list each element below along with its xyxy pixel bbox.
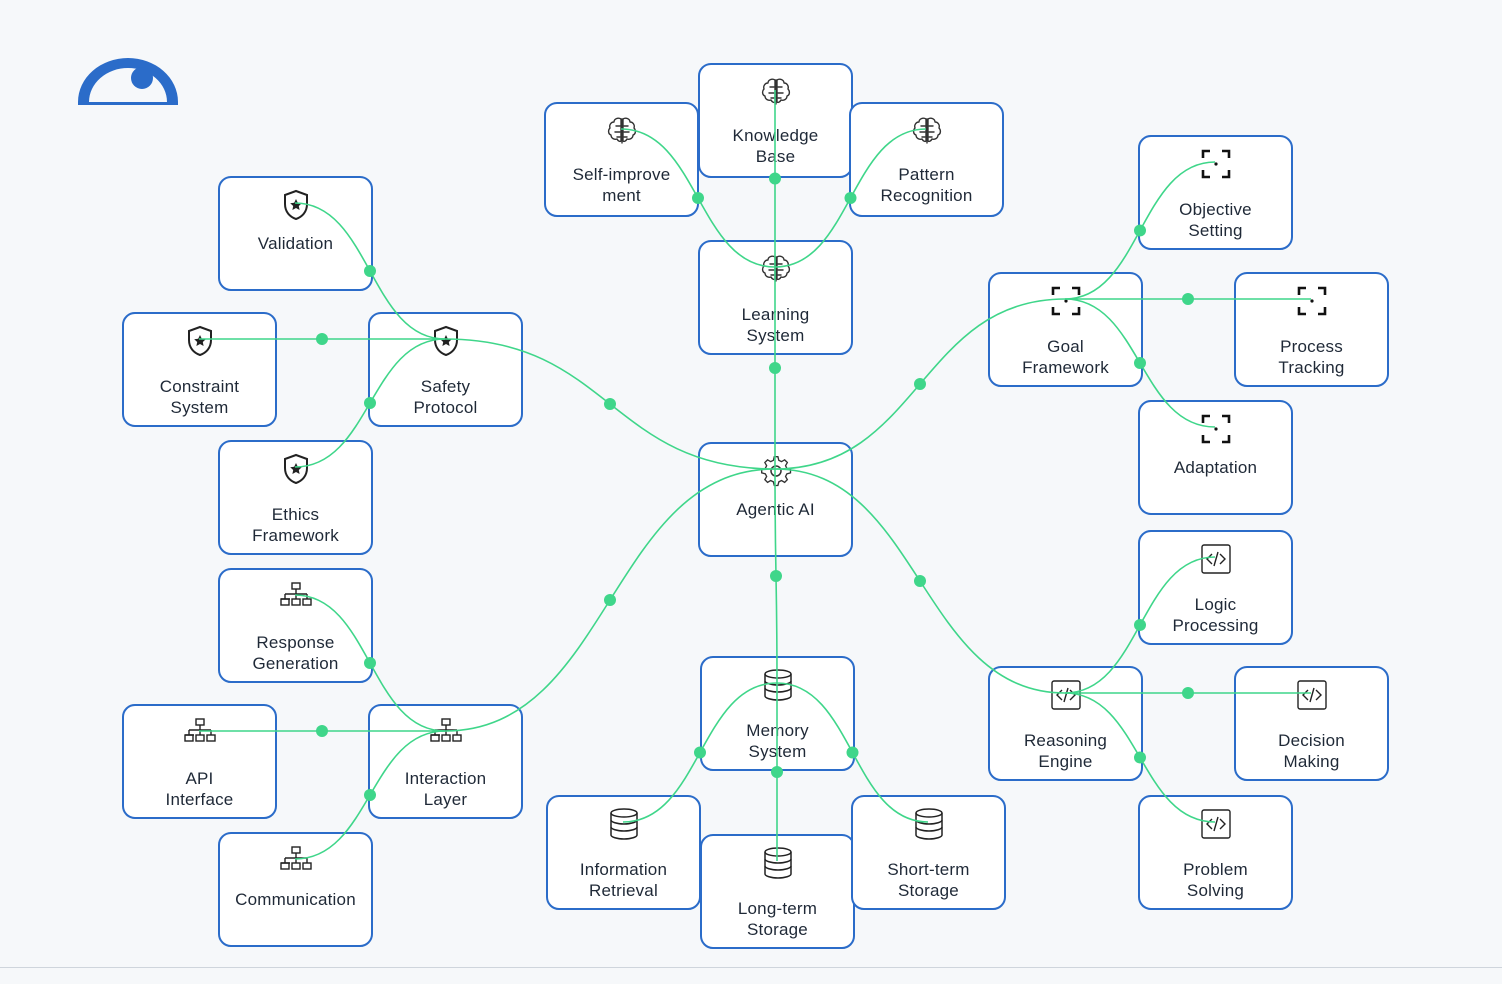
shield-icon [429,324,463,358]
node-response[interactable]: Response Generation [218,568,373,683]
brain-icon [910,114,944,148]
node-communication[interactable]: Communication [218,832,373,947]
node-api[interactable]: API Interface [122,704,277,819]
node-label: Objective Setting [1179,200,1252,240]
connector-dot [1182,687,1194,699]
code-icon [1295,678,1329,712]
node-longterm[interactable]: Long-term Storage [700,834,855,949]
node-label: Information Retrieval [579,860,668,900]
node-safety[interactable]: Safety Protocol [368,312,523,427]
node-adaptation[interactable]: Adaptation [1138,400,1293,515]
node-label: Safety Protocol [413,377,478,417]
node-constraint[interactable]: Constraint System [122,312,277,427]
node-pattern[interactable]: Pattern Recognition [849,102,1004,217]
node-label: Memory System [746,721,809,761]
shield-icon [183,324,217,358]
node-logic[interactable]: Logic Processing [1138,530,1293,645]
node-label: Long-term Storage [737,899,818,939]
connector-dot [604,397,616,410]
node-label: Constraint System [159,377,240,417]
shield-icon [279,452,313,486]
node-label: Short-term Storage [887,860,970,900]
bottom-divider [0,967,1502,968]
focus-icon [1049,284,1083,318]
connector-dot [770,570,782,582]
node-ethics[interactable]: Ethics Framework [218,440,373,555]
gear-icon [759,454,793,488]
node-validation[interactable]: Validation [218,176,373,291]
connector-dot [914,377,927,390]
node-process[interactable]: Process Tracking [1234,272,1389,387]
node-label: Pattern Recognition [880,165,973,205]
brain-icon [605,114,639,148]
focus-icon [1199,147,1233,181]
node-label: Process Tracking [1278,337,1345,377]
database-icon [761,846,795,880]
node-agentic[interactable]: Agentic AI [698,442,853,557]
code-icon [1049,678,1083,712]
connector-dot [1182,293,1194,305]
network-icon [279,844,313,878]
node-reasoning[interactable]: Reasoning Engine [988,666,1143,781]
node-objective[interactable]: Objective Setting [1138,135,1293,250]
logo [78,58,178,105]
database-icon [912,807,946,841]
focus-icon [1295,284,1329,318]
node-label: Adaptation [1173,458,1258,477]
connector-dot [769,362,781,374]
node-goal[interactable]: Goal Framework [988,272,1143,387]
node-label: Self-improve ment [572,165,671,205]
node-problem[interactable]: Problem Solving [1138,795,1293,910]
code-icon [1199,542,1233,576]
brain-icon [759,75,793,109]
node-label: Logic Processing [1172,595,1259,635]
node-interaction[interactable]: Interaction Layer [368,704,523,819]
node-label: Problem Solving [1183,860,1248,900]
node-knowledge[interactable]: Knowledge Base [698,63,853,178]
node-selfimprove[interactable]: Self-improve ment [544,102,699,217]
focus-icon [1199,412,1233,446]
node-learning[interactable]: Learning System [698,240,853,355]
node-info[interactable]: Information Retrieval [546,795,701,910]
connector-dot [604,594,616,606]
node-label: Goal Framework [1022,337,1109,377]
connector-dot [316,333,328,345]
node-label: Reasoning Engine [1023,731,1108,771]
node-label: Agentic AI [736,500,815,519]
node-label: Interaction Layer [404,769,487,809]
shield-icon [279,188,313,222]
node-decision[interactable]: Decision Making [1234,666,1389,781]
node-label: API Interface [165,769,234,809]
code-icon [1199,807,1233,841]
node-label: Ethics Framework [252,505,339,545]
brain-icon [759,252,793,286]
node-shortterm[interactable]: Short-term Storage [851,795,1006,910]
node-label: Validation [257,234,334,253]
connector-dot [914,575,926,587]
network-icon [429,716,463,750]
connector-dot [316,725,328,737]
database-icon [607,807,641,841]
network-icon [279,580,313,614]
node-memory[interactable]: Memory System [700,656,855,771]
node-label: Decision Making [1278,731,1345,771]
node-label: Response Generation [252,633,339,673]
node-label: Communication [235,890,356,909]
node-label: Knowledge Base [732,126,819,166]
network-icon [183,716,217,750]
database-icon [761,668,795,702]
node-label: Learning System [741,305,810,345]
